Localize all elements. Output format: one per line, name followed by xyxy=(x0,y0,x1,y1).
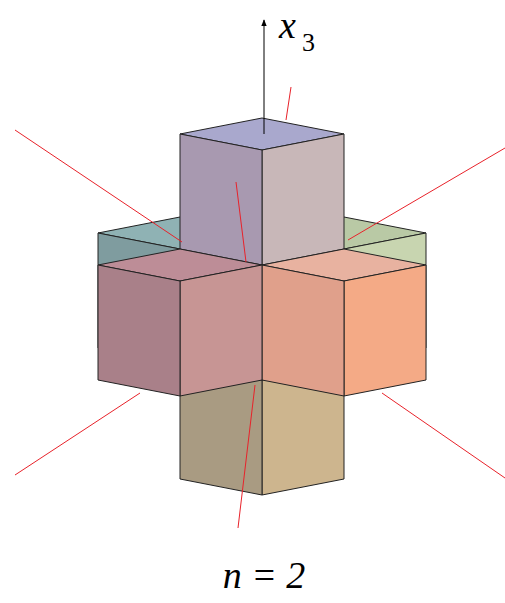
axis-line xyxy=(238,385,255,528)
cube-face xyxy=(98,265,180,396)
cubes xyxy=(98,118,426,495)
cube-face xyxy=(180,134,262,265)
axis-line xyxy=(236,182,246,262)
axis-line xyxy=(382,393,505,478)
x3-axis-arrow xyxy=(264,20,265,134)
cube-face xyxy=(180,265,262,396)
axis-line xyxy=(348,148,505,240)
axis-lines xyxy=(15,87,505,528)
axis-line xyxy=(286,87,291,120)
cube-face xyxy=(262,134,344,265)
axis-line xyxy=(15,130,182,242)
axis-label: x xyxy=(279,6,296,44)
axis-line xyxy=(15,393,140,475)
order-label: n = 2 xyxy=(223,556,306,594)
cube-face xyxy=(344,265,426,396)
cube-face xyxy=(262,265,344,396)
axis-subscript: 3 xyxy=(302,30,315,56)
